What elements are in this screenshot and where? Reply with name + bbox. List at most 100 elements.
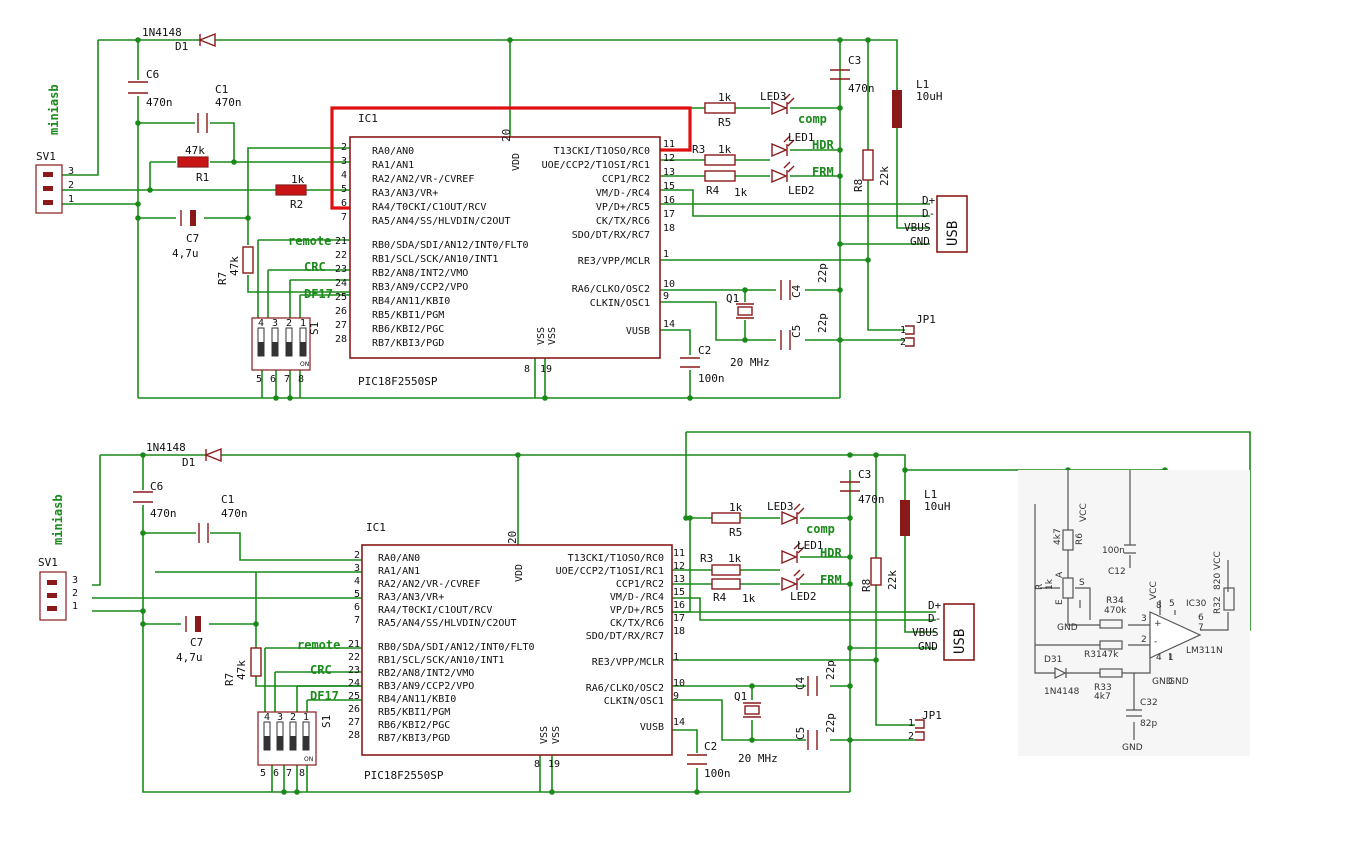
led2: LED2 — [788, 184, 815, 197]
pin-name: VM/D-/RC4 — [596, 188, 650, 199]
top-resistors-led: 1k R5 R3 1k R4 1k — [692, 91, 748, 199]
pin-num: 2 — [341, 142, 347, 153]
pin-name: RB0/SDA/SDI/AN12/INT0/FLT0 — [372, 240, 529, 251]
c4-value: 22p — [816, 263, 829, 283]
d1-part: 1N4148 — [142, 26, 182, 39]
top-ic-vdd-pin: 20 — [500, 129, 513, 142]
led-label-hdr: HDR — [820, 546, 842, 560]
r7-name: R7 — [216, 272, 229, 285]
pin-num: 23 — [348, 665, 360, 676]
c6-name: C6 — [146, 68, 159, 81]
c7-name: C7 — [190, 636, 203, 649]
r7-value: 47k — [228, 256, 241, 276]
pin-name: RB4/AN11/KBI0 — [372, 296, 450, 307]
c5-value: 22p — [816, 313, 829, 333]
q1-name: Q1 — [734, 690, 747, 703]
d1-name: D1 — [182, 456, 195, 469]
r8-value: 22k — [878, 166, 891, 186]
opamp-plus: + — [1154, 619, 1162, 629]
top-ic-part: PIC18F2550SP — [358, 375, 438, 388]
top-connector-sv1: SV1 miniasb 3 2 1 — [35, 84, 74, 214]
bottom-ic-vss-b: VSS — [551, 726, 562, 744]
pin-num: 21 — [335, 236, 347, 247]
r5-name: R5 — [729, 526, 742, 539]
r4-value: 1k — [734, 186, 748, 199]
r31-label: R3147k — [1084, 650, 1119, 660]
s1-pin: 2 — [286, 318, 292, 329]
vcc-3: VCC — [1213, 551, 1223, 570]
pin-num: 28 — [335, 334, 347, 345]
led1: LED1 — [788, 131, 815, 144]
c32-value: 82p — [1140, 719, 1157, 729]
jp1-name: JP1 — [916, 313, 936, 326]
bottom-wires — [92, 431, 1251, 793]
s1-pin: 4 — [264, 712, 270, 723]
c4-value: 22p — [824, 660, 837, 680]
usb-pin: GND — [910, 235, 930, 248]
led2: LED2 — [790, 590, 817, 603]
r8-value: 22k — [886, 570, 899, 590]
pin-name: VUSB — [640, 722, 664, 733]
r3-value: 1k — [728, 552, 742, 565]
top-ic-name: IC1 — [358, 112, 378, 125]
sv1-pin: 1 — [68, 194, 74, 205]
pin-name: VUSB — [626, 326, 650, 337]
usb-pin: D- — [928, 612, 941, 625]
pin-name: CLKIN/OSC1 — [604, 696, 664, 707]
red-trace — [330, 106, 692, 210]
pin-num: 11 — [663, 139, 675, 150]
pin-name: RA0/AN0 — [378, 553, 420, 564]
bottom-q1: Q1 20 MHz — [734, 690, 778, 765]
led-label-frm: FRM — [812, 165, 834, 179]
net-remote: remote — [297, 638, 340, 652]
pin-name: RE3/VPP/MCLR — [592, 657, 665, 668]
l1-name: L1 — [924, 488, 937, 501]
c7-name: C7 — [186, 232, 199, 245]
top-ic-right-pins: T13CKI/T1OSO/RC0 11 UOE/CCP2/T1OSI/RC1 1… — [542, 139, 675, 337]
top-usb: D+ D- VBUS GND USB — [904, 194, 968, 253]
usb-label: USB — [952, 629, 968, 654]
gnd-2: GND — [1152, 677, 1173, 687]
usb-pin: VBUS — [912, 626, 939, 639]
pin-name: RB5/KBI1/PGM — [372, 310, 444, 321]
sv1-name: SV1 — [38, 556, 58, 569]
pin-name: RA6/CLKO/OSC2 — [572, 284, 650, 295]
pin-num: 13 — [673, 574, 685, 585]
ic30-pin: 2 — [1141, 635, 1147, 645]
sv1-name: SV1 — [36, 150, 56, 163]
pin-name: RA5/AN4/SS/HLVDIN/C2OUT — [372, 216, 510, 227]
pin-name: RA0/AN0 — [372, 146, 414, 157]
l1-name: L1 — [916, 78, 929, 91]
d1-part: 1N4148 — [146, 441, 186, 454]
pin-name: RB0/SDA/SDI/AN12/INT0/FLT0 — [378, 642, 535, 653]
gnd-2b: GND — [1168, 677, 1189, 687]
vcc-1: VCC — [1079, 503, 1089, 522]
pin-num: 5 — [341, 184, 347, 195]
pin-name: RA3/AN3/VR+ — [372, 188, 438, 199]
bottom-c3: C3 470n — [840, 468, 885, 506]
jp1-name: JP1 — [922, 709, 942, 722]
r1-name: R1 — [196, 171, 209, 184]
pin-num: 15 — [673, 587, 685, 598]
pin-num: 10 — [663, 279, 675, 290]
pin-name: RB1/SCL/SCK/AN10/INT1 — [378, 655, 504, 666]
s1-pin: 6 — [270, 374, 276, 385]
r4-value: 1k — [742, 592, 756, 605]
sv1-pin: 2 — [68, 180, 74, 191]
pin-num: 12 — [663, 153, 675, 164]
pin-num: 23 — [335, 264, 347, 275]
r6-value: 4k7 — [1053, 528, 1063, 545]
sv1-pin: 3 — [72, 575, 78, 586]
pin-name: CCP1/RC2 — [602, 174, 650, 185]
r5-value: 1k — [718, 91, 732, 104]
ic30-pin: 8 — [1156, 601, 1162, 611]
top-c1: C1 470n — [197, 83, 242, 133]
bottom-l1: L1 10uH — [900, 488, 951, 536]
ic30-name: IC30 — [1186, 599, 1207, 609]
r3-value: 1k — [718, 143, 732, 156]
ic30-pin: 5 — [1169, 599, 1175, 609]
bottom-leds: LED3 LED1 LED2 comp HDR FRM — [767, 500, 842, 603]
ic30-pin: 3 — [1141, 614, 1147, 624]
r32-value: 820 — [1213, 573, 1223, 590]
jp1-pin: 2 — [908, 731, 914, 742]
